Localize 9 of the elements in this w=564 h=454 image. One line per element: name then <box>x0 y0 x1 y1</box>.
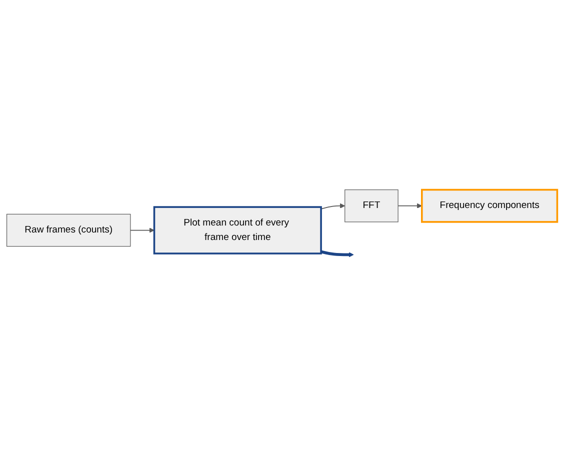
arrow <box>320 204 346 210</box>
node-box <box>344 190 398 223</box>
node-box <box>6 214 131 247</box>
node-box <box>153 206 322 255</box>
arrow <box>130 228 154 234</box>
node-box <box>421 189 558 224</box>
arrow <box>398 204 422 209</box>
arrow <box>320 250 354 258</box>
flowchart: Raw frames (counts) Frequency components Plot mean count of every frame over time FFT <box>2 185 562 269</box>
